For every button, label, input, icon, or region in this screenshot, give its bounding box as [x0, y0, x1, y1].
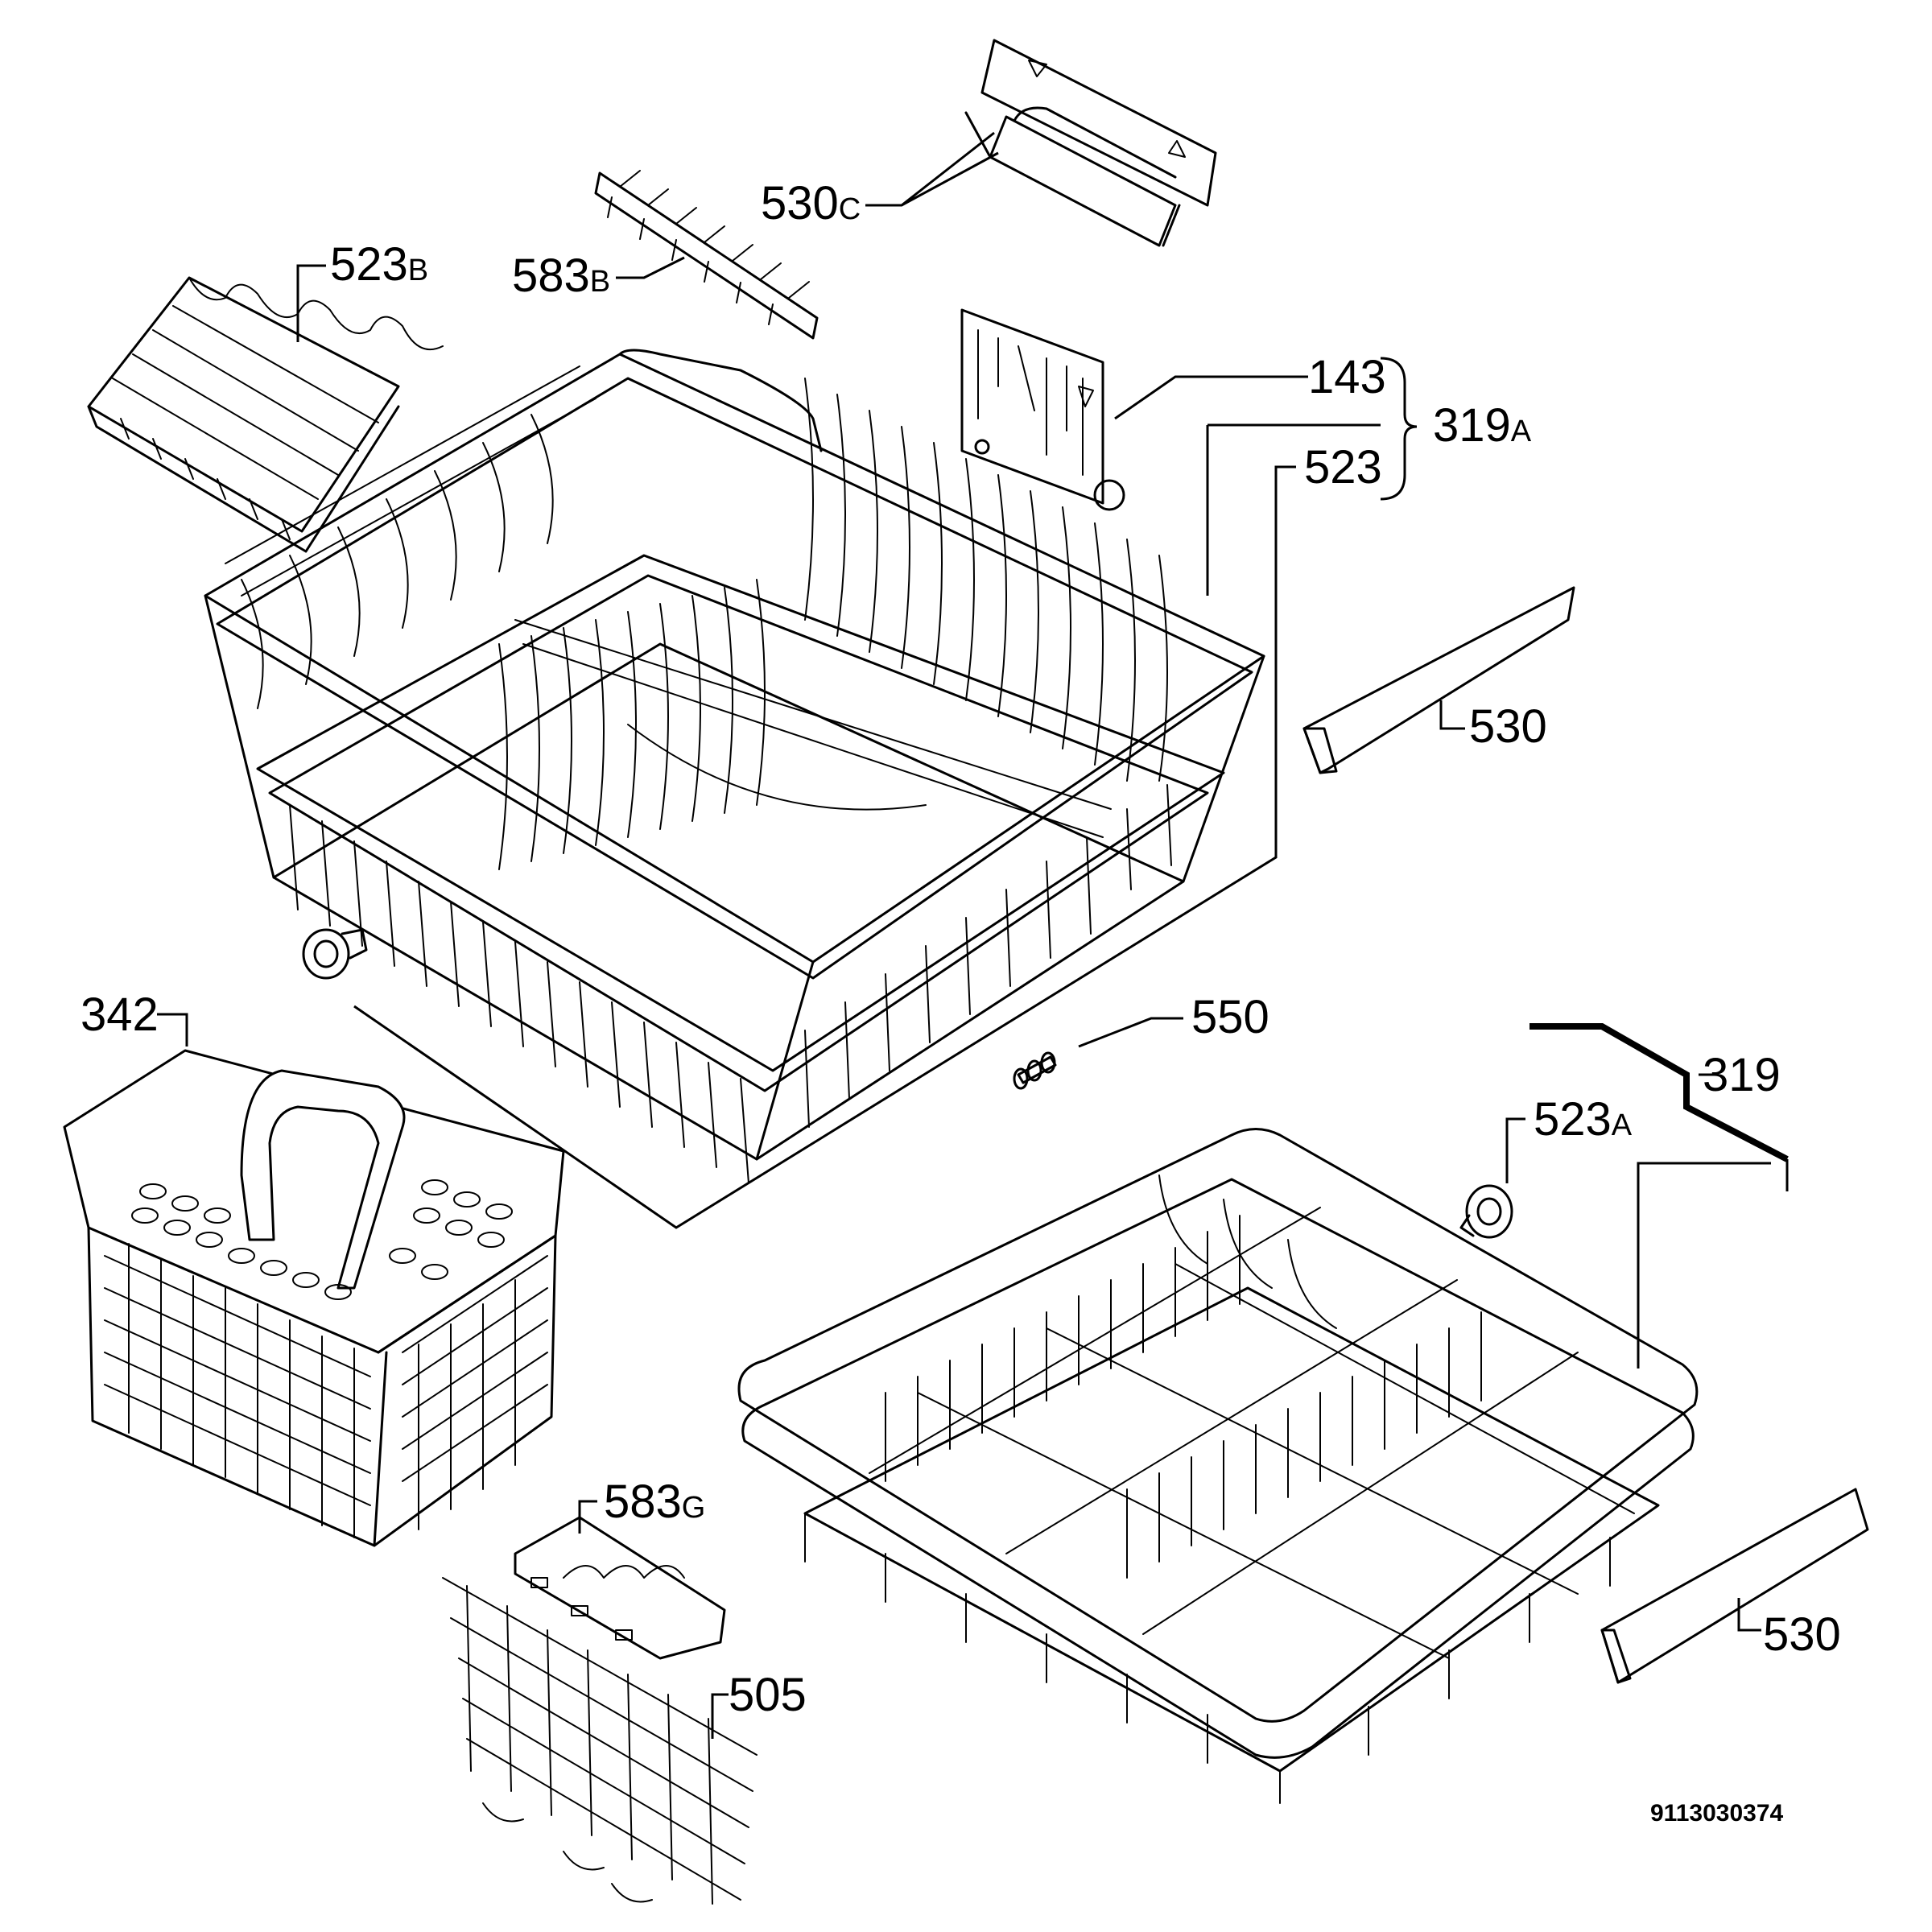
label-319a: 319A: [1433, 399, 1532, 452]
part-505-wire-insert: [442, 1577, 758, 1905]
part-583b-tine-strip: [594, 170, 819, 340]
label-143: 143: [1308, 351, 1386, 403]
label-530-lower: 530: [1763, 1608, 1841, 1661]
upper-roller-wheel: [302, 928, 368, 980]
label-342: 342: [80, 989, 159, 1041]
part-523b-cup-shelf: [87, 276, 444, 553]
part-530c-handle: [964, 39, 1217, 247]
part-342-cutlery-basket: [63, 1049, 565, 1547]
part-550-bushing: [1013, 1051, 1057, 1090]
label-319: 319: [1703, 1049, 1781, 1101]
label-523b: 523B: [330, 238, 428, 291]
label-523a: 523A: [1534, 1093, 1633, 1146]
label-550: 550: [1191, 991, 1269, 1043]
label-505: 505: [729, 1669, 807, 1721]
part-143-plate: [960, 308, 1125, 511]
part-523a-roller: [1459, 1184, 1513, 1239]
label-530-upper: 530: [1469, 700, 1547, 753]
label-523: 523: [1304, 441, 1382, 493]
part-530-lower-rail: [1600, 1488, 1869, 1684]
drawing-number: 9113030374: [1650, 1800, 1784, 1827]
upper-basket: [204, 349, 1265, 1184]
label-530c: 530C: [761, 177, 861, 229]
part-labels: 530C 583B 523B 143 319A 523 530 550 342 …: [80, 177, 1841, 1827]
label-583b: 583B: [512, 250, 610, 302]
leader-lines: [157, 131, 1789, 1739]
part-530-upper-rail: [1302, 586, 1575, 774]
label-583g: 583G: [604, 1476, 705, 1528]
part-583g-clip: [514, 1516, 726, 1660]
lower-basket: [737, 1128, 1699, 1804]
